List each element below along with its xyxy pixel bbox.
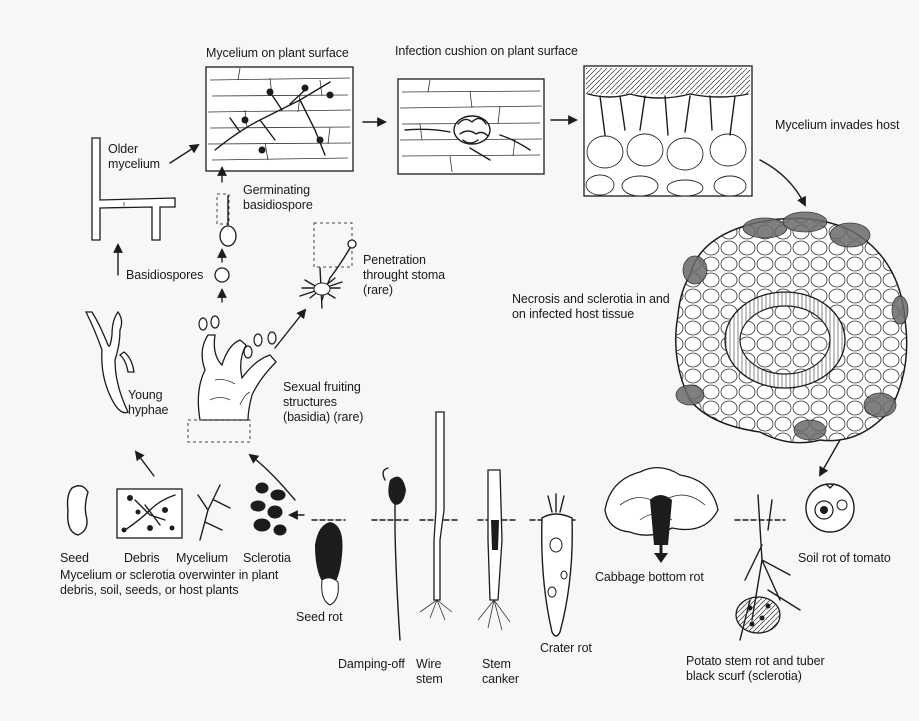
basidiospores-drawing (215, 250, 229, 302)
label-penetration: Penetration throught stoma (rare) (363, 253, 445, 298)
label-wire-stem: Wire stem (416, 657, 443, 687)
label-cabbage-bottom-rot: Cabbage bottom rot (595, 570, 704, 585)
potato-stem-rot-drawing (735, 495, 800, 640)
label-infection-cushion: Infection cushion on plant surface (395, 44, 578, 59)
damping-off-drawing (372, 468, 408, 640)
label-damping-off: Damping-off (338, 657, 405, 672)
crater-rot-drawing (530, 494, 575, 636)
label-stem-canker: Stem canker (482, 657, 519, 687)
germinating-basidiospore-drawing (217, 168, 236, 246)
label-germinating: Germinating basidiospore (243, 183, 313, 213)
label-necrosis: Necrosis and sclerotia in and on infecte… (512, 292, 670, 322)
label-young-hyphae: Young hyphae (128, 388, 168, 418)
wire-stem-drawing (420, 412, 460, 620)
label-seed: Seed (60, 551, 89, 566)
overwinter-items (68, 455, 305, 540)
necrosis-cross-section (676, 212, 908, 475)
label-debris: Debris (124, 551, 160, 566)
sexual-fruiting-drawing (188, 316, 276, 442)
mycelium-surface-panel (206, 67, 353, 171)
label-mycelium-surface: Mycelium on plant surface (206, 46, 349, 61)
penetration-drawing (275, 223, 356, 348)
label-sclerotia: Sclerotia (243, 551, 291, 566)
mycelium-invades-panel (584, 66, 752, 196)
cabbage-bottom-rot-drawing (605, 468, 718, 563)
label-overwinter: Mycelium or sclerotia overwinter in plan… (60, 568, 278, 598)
label-soil-rot-tomato: Soil rot of tomato (798, 551, 891, 566)
label-crater-rot: Crater rot (540, 641, 592, 656)
label-mycelium: Mycelium (176, 551, 228, 566)
stem-canker-drawing (478, 470, 515, 630)
label-older-mycelium: Older mycelium (108, 142, 160, 172)
infection-cushion-panel (398, 79, 544, 174)
seed-rot-drawing (312, 520, 345, 605)
label-mycelium-invades: Mycelium invades host (775, 118, 899, 133)
label-sexual-fruiting: Sexual fruiting structures (basidia) (ra… (283, 380, 363, 425)
label-potato-stem-rot: Potato stem rot and tuber black scurf (s… (686, 654, 825, 684)
label-basidiospores: Basidiospores (126, 268, 203, 283)
soil-rot-tomato-drawing (806, 484, 854, 532)
label-seed-rot: Seed rot (296, 610, 342, 625)
